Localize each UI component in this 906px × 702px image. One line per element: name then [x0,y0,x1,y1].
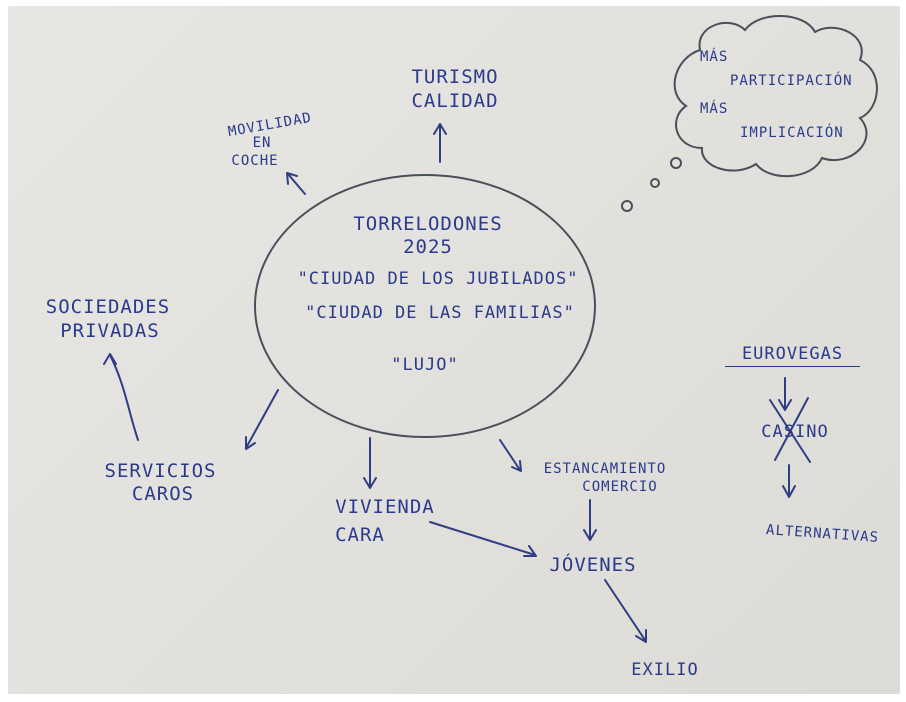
cara-label: CARA [335,524,385,546]
privadas-label: PRIVADAS [60,320,160,342]
vivienda-label: VIVIENDA [335,496,435,518]
thought-bubble-small [621,200,633,212]
caros-label: CAROS [131,483,195,505]
arrow-to-exilio [604,579,647,643]
arrow-to-turismo [433,123,447,163]
jovenes-label: JÓVENES [549,554,637,576]
turismo-label: TURISMO [411,66,499,88]
casino-cross [769,397,811,463]
center-year: 2025 [403,236,453,258]
cloud-participacion: PARTICIPACIÓN [730,73,853,89]
arrow-vivienda-jovenes [429,521,537,557]
center-familias: "CIUDAD DE LAS FAMILIAS" [305,303,575,323]
exilio-label: EXILIO [631,660,699,680]
thought-bubble-medium [650,178,660,188]
thought-cloud [673,15,878,178]
arrow-to-movilidad [286,172,306,195]
center-jubilados: "CIUDAD DE LOS JUBILADOS" [297,269,579,289]
arrow-casino-alternativas [782,464,796,498]
arrow-to-vivienda [363,437,377,489]
arrow-comercio-jovenes [583,499,597,541]
casino-label: CASINO [761,422,829,442]
whiteboard-background [8,6,900,694]
eurovegas-label: EUROVEGAS [725,345,860,367]
cloud-implicacion: IMPLICACIÓN [740,125,844,141]
arrow-to-servicios [245,389,279,450]
arrow-to-estancamiento [499,439,522,472]
cloud-mas-2: MÁS [700,101,729,117]
coche-label: COCHE [231,153,279,169]
cloud-mas-1: MÁS [700,49,729,65]
sociedades-label: SOCIEDADES [45,296,171,318]
comercio-label: COMERCIO [582,479,658,495]
servicios-label: SERVICIOS [104,460,217,482]
center-lujo: "LUJO" [391,355,459,375]
central-ellipse [254,174,596,438]
thought-bubble-large [670,157,682,169]
en-label: EN [252,135,272,151]
estancamiento-label: ESTANCAMIENTO [543,461,667,477]
center-title: TORRELODONES [353,213,503,235]
arrow-eurovegas-casino [778,377,792,411]
arrow-to-sociedades [103,353,139,441]
calidad-label: CALIDAD [411,90,499,112]
